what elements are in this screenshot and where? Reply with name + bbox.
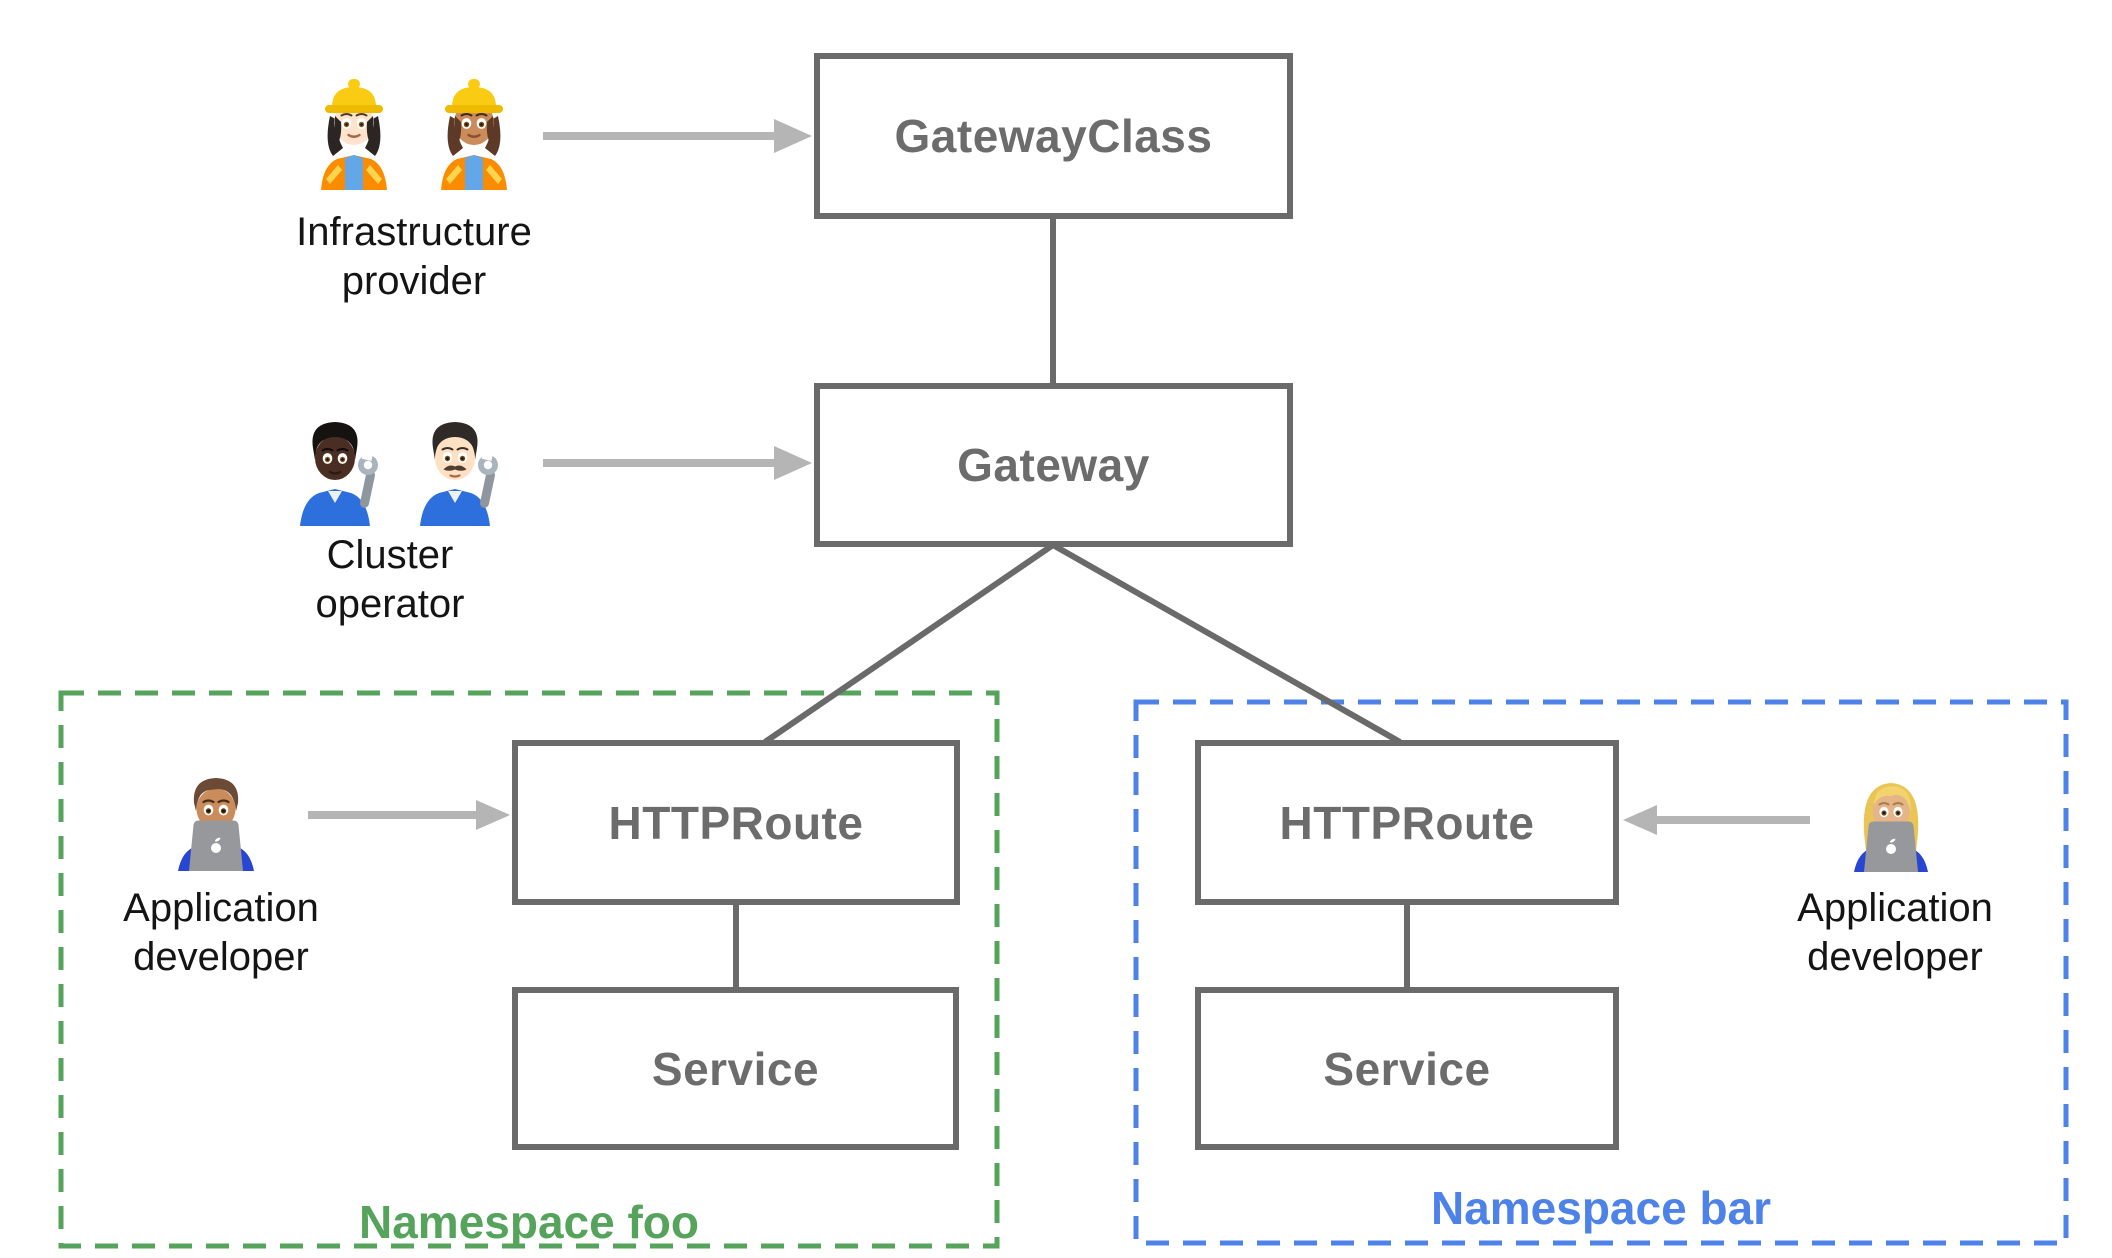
node-gateway-label: Gateway — [957, 439, 1150, 491]
namespace-bar-label: Namespace bar — [1430, 1182, 1772, 1234]
application-developer-bar-label-line1: Application — [1797, 886, 1993, 930]
namespace-foo-label: Namespace foo — [358, 1196, 699, 1248]
laptop-icon — [189, 820, 243, 871]
person-mechanic-dark-skin-emoji — [300, 422, 378, 526]
node-service-foo-label: Service — [651, 1042, 820, 1095]
arrow-infra-to-gatewayclass-head — [774, 119, 812, 153]
node-service-bar-label: Service — [1323, 1042, 1491, 1095]
arrow-dev-to-httproute-foo-head — [476, 800, 510, 830]
node-gatewayclass: GatewayClass — [814, 53, 1293, 219]
application-developer-bar-label: Application developer — [1695, 884, 2095, 982]
arrow-dev-to-httproute-bar-head — [1623, 805, 1657, 835]
cluster-operator-label-line2: operator — [315, 582, 465, 626]
woman-technologist-blonde-emoji — [1854, 783, 1928, 872]
node-httproute-bar-label: HTTPRoute — [1279, 796, 1535, 849]
woman-construction-worker-medium-skin-emoji — [441, 79, 507, 190]
node-service-bar: Service — [1195, 987, 1619, 1150]
cluster-operator-label: Cluster operator — [190, 531, 590, 629]
application-developer-foo-label-line2: developer — [133, 935, 309, 979]
namespace-foo-box — [58, 690, 1000, 1249]
node-gatewayclass-label: GatewayClass — [894, 110, 1213, 162]
laptop-icon — [1864, 821, 1918, 872]
infrastructure-provider-label-line2: provider — [341, 259, 487, 303]
node-gateway: Gateway — [814, 383, 1293, 547]
infrastructure-provider-label-line1: Infrastructure — [296, 210, 532, 254]
edge-gateway-httproute-foo — [763, 542, 1055, 745]
node-httproute-foo-label: HTTPRoute — [608, 796, 864, 849]
namespace-bar-box — [1133, 699, 2069, 1246]
woman-construction-worker-light-skin-emoji — [321, 79, 387, 190]
node-httproute-foo: HTTPRoute — [512, 740, 960, 905]
arrow-cluster-to-gateway-head — [774, 446, 812, 480]
application-developer-bar-label-line2: developer — [1807, 935, 1983, 979]
node-service-foo: Service — [512, 987, 959, 1150]
infrastructure-provider-label: Infrastructure provider — [214, 208, 614, 306]
node-httproute-bar: HTTPRoute — [1195, 740, 1619, 905]
application-developer-foo-label-line1: Application — [123, 886, 319, 930]
wrench-icon — [478, 446, 498, 508]
man-technologist-medium-skin-emoji — [178, 778, 254, 871]
edge-gateway-httproute-bar — [1051, 542, 1402, 745]
application-developer-foo-label: Application developer — [21, 884, 421, 982]
man-mechanic-light-skin-emoji — [420, 422, 498, 526]
wrench-icon — [358, 446, 378, 508]
cluster-operator-label-line1: Cluster — [326, 533, 454, 577]
